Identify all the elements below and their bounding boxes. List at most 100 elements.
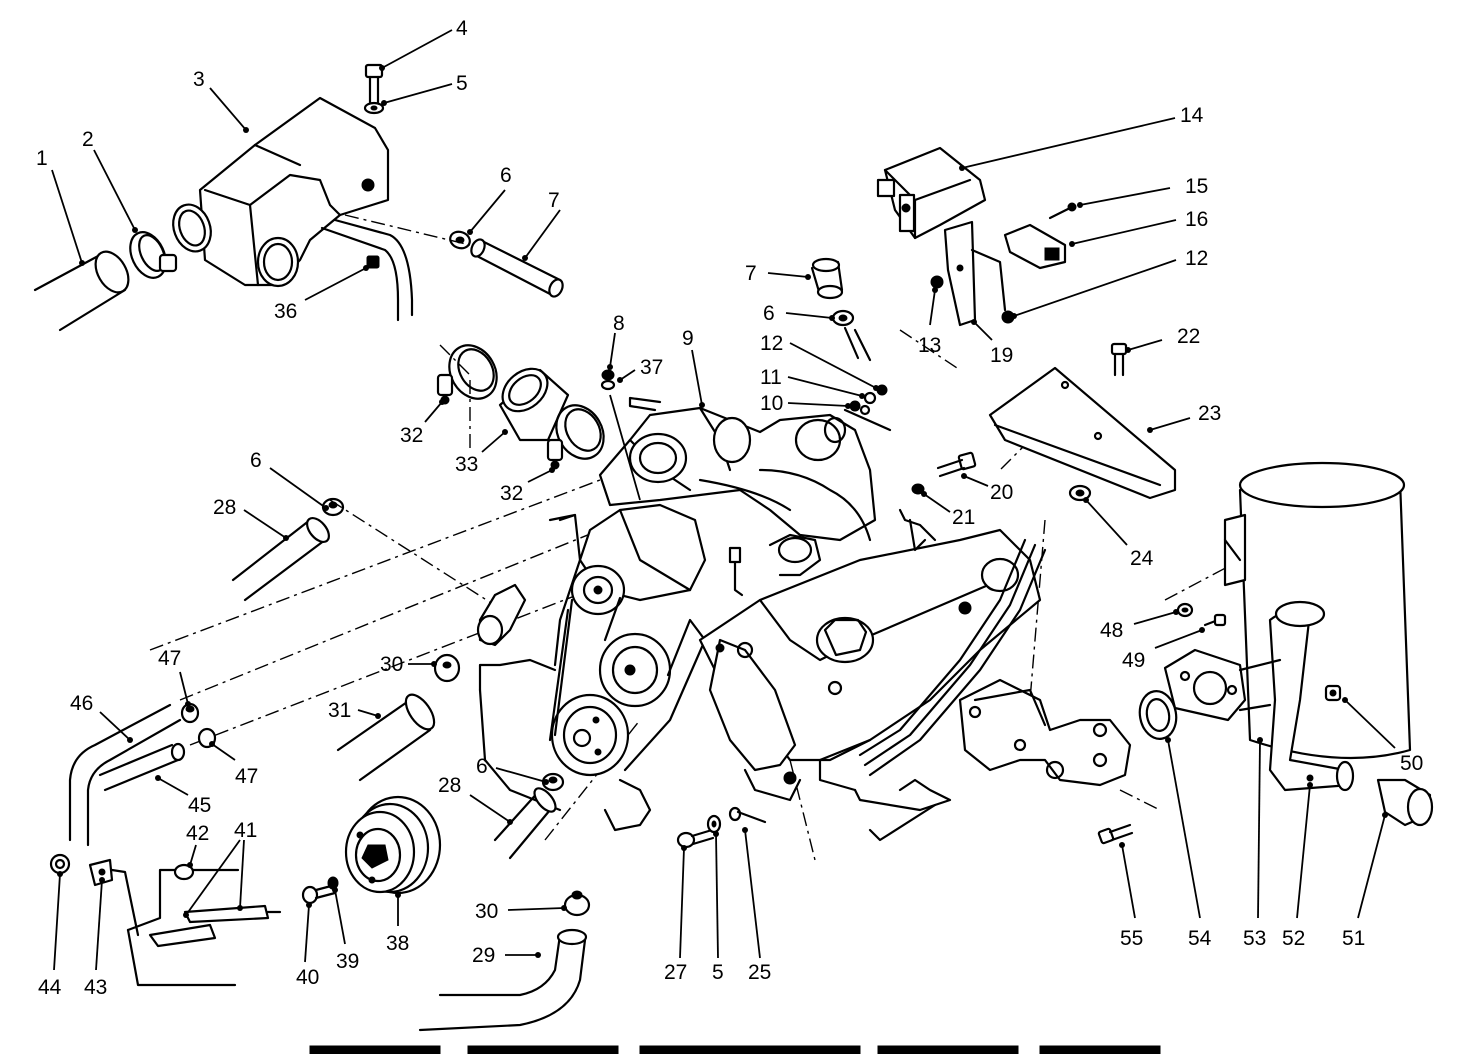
callout-37: 37 (640, 356, 663, 379)
callout-31: 31 (328, 699, 351, 722)
callout-5-lower: 5 (712, 961, 724, 984)
part-49-bolt (1203, 613, 1227, 627)
part-33-coupler (498, 367, 570, 442)
part-15-screw (1048, 202, 1077, 220)
callout-21: 21 (952, 506, 975, 529)
part-2-hose-clamp (129, 231, 178, 279)
callout-7-mid: 7 (745, 262, 757, 285)
callout-1: 1 (36, 147, 48, 170)
callout-6: 6 (500, 164, 512, 187)
callout-46: 46 (70, 692, 93, 715)
part-20-bolt (936, 451, 977, 478)
leader-lines (51, 29, 1396, 971)
part-36-nut (366, 255, 380, 269)
part-41-heater-element (126, 868, 282, 987)
callout-54: 54 (1188, 927, 1212, 950)
callout-39: 39 (336, 950, 359, 973)
part-25-stud (728, 806, 767, 824)
callout-30-low: 30 (475, 900, 498, 923)
callout-47-lower: 47 (235, 765, 258, 788)
callout-14: 14 (1180, 104, 1204, 127)
callout-24: 24 (1130, 547, 1154, 570)
callout-4: 4 (456, 17, 468, 40)
part-1-intake-hose (33, 250, 130, 332)
part-19-bracket (943, 220, 1007, 327)
part-21-washer (911, 483, 925, 495)
callout-44: 44 (38, 976, 62, 999)
part-50-nut (1324, 684, 1342, 702)
part-16-relay (1003, 223, 1067, 270)
part-32-clamp-upper (436, 344, 498, 405)
callout-labels: 1 2 3 4 5 6 7 36 14 15 16 12 7 6 13 19 1… (36, 17, 1423, 999)
engine-block-assembly (478, 328, 1132, 842)
cropped-caption-band (309, 1045, 1161, 1054)
callout-2: 2 (82, 128, 94, 151)
callout-48: 48 (1100, 619, 1123, 642)
callout-42: 42 (186, 822, 209, 845)
part-5-washer (363, 101, 385, 115)
part-13-nut (930, 275, 944, 289)
callout-29: 29 (472, 944, 495, 967)
callout-50: 50 (1400, 752, 1423, 775)
part-31-hose (336, 693, 436, 782)
part-55-bolt (1097, 823, 1134, 845)
callout-16: 16 (1185, 208, 1208, 231)
part-46-hose (68, 703, 182, 847)
callout-28-lower: 28 (438, 774, 461, 797)
part-23-heat-shield (988, 366, 1177, 500)
callout-6-left: 6 (250, 449, 262, 472)
callout-52: 52 (1282, 927, 1305, 950)
part-51-cap (1376, 778, 1434, 827)
part-47-clamps (180, 702, 217, 749)
part-38-crank-pulley (344, 795, 442, 895)
callout-20: 20 (990, 481, 1013, 504)
part-48-washer (1176, 602, 1194, 618)
part-3-air-cleaner-housing (172, 96, 414, 322)
callout-23: 23 (1198, 402, 1221, 425)
callout-47-upper: 47 (158, 647, 181, 670)
part-22-bolt (1110, 342, 1128, 377)
callout-40: 40 (296, 966, 319, 989)
part-44-grommet (49, 853, 71, 875)
callout-5: 5 (456, 72, 468, 95)
part-24-washer (1068, 484, 1092, 502)
part-45-hose (98, 742, 186, 792)
callout-22: 22 (1177, 325, 1200, 348)
part-7-hose-top (470, 238, 564, 298)
part-4-bolt (364, 63, 384, 104)
callout-10: 10 (760, 392, 783, 415)
callout-12-mid: 12 (760, 332, 783, 355)
callout-6-lower: 6 (476, 755, 488, 778)
callout-25: 25 (748, 961, 771, 984)
callout-3: 3 (193, 68, 205, 91)
callout-12: 12 (1185, 247, 1208, 270)
part-52-screw (1306, 774, 1314, 782)
callout-11: 11 (760, 366, 782, 389)
water-outlet-elbow (476, 583, 527, 647)
callout-15: 15 (1185, 175, 1208, 198)
part-28-hose-upper (231, 517, 330, 602)
callout-45: 45 (188, 794, 211, 817)
callout-7: 7 (548, 189, 560, 212)
part-28-hose-lower (493, 787, 557, 860)
part-27-bolt (676, 828, 715, 849)
part-32-clamp-lower (546, 404, 605, 470)
part-14-ignition-coil (876, 146, 987, 240)
callout-13: 13 (918, 334, 941, 357)
part-7-hose-mid (810, 257, 844, 300)
callout-55: 55 (1120, 927, 1143, 950)
part-42-screw (173, 863, 195, 881)
part-30-clamp-low (563, 890, 591, 917)
callout-38: 38 (386, 932, 409, 955)
callout-41: 41 (234, 819, 257, 842)
callout-30-mid: 30 (380, 653, 403, 676)
part-29-hose-elbow (418, 928, 588, 1032)
part-43-clip (88, 858, 140, 937)
part-54-gasket (1138, 690, 1178, 740)
callout-19: 19 (990, 344, 1013, 367)
callout-49: 49 (1122, 649, 1145, 672)
part-5-washer-lower (706, 814, 722, 834)
callout-9: 9 (682, 327, 694, 350)
callout-51: 51 (1342, 927, 1365, 950)
